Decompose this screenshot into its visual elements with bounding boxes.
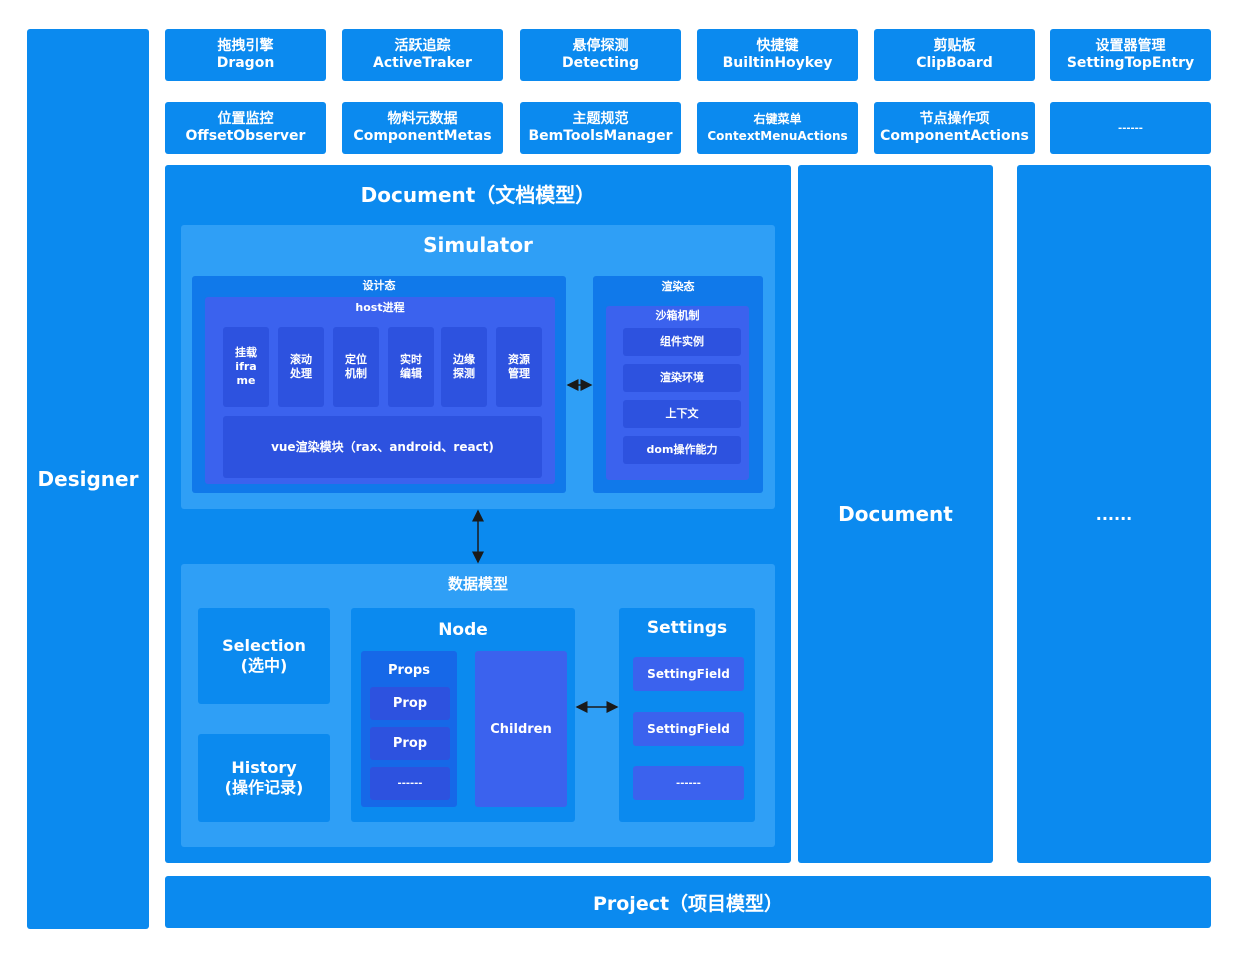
- props-title: Props: [388, 663, 430, 678]
- module-zh: 主题规范: [572, 111, 629, 127]
- more-column: ......: [1017, 165, 1211, 863]
- history-label: History (操作记录): [224, 758, 304, 797]
- module-zh: 快捷键: [756, 38, 799, 54]
- module-zh: 右键菜单: [753, 112, 802, 126]
- module-dragon: 拖拽引擎 Dragon: [165, 29, 326, 81]
- module-zh: 活跃追踪: [394, 38, 451, 54]
- module-component-metas: 物料元数据 ComponentMetas: [342, 102, 503, 154]
- module-en: ------: [1118, 122, 1143, 134]
- host-item-label: 资源 管理: [508, 353, 530, 380]
- selection-label: Selection (选中): [222, 636, 306, 675]
- sandbox-title: 沙箱机制: [655, 309, 700, 322]
- module-clipboard: 剪贴板 ClipBoard: [874, 29, 1035, 81]
- document-column: Document: [798, 165, 993, 863]
- module-offset-observer: 位置监控 OffsetObserver: [165, 102, 326, 154]
- sandbox-item-context: 上下文: [623, 400, 741, 428]
- module-setting-top-entry: 设置器管理 SettingTopEntry: [1050, 29, 1211, 81]
- prop-label: ------: [397, 778, 423, 789]
- prop-label: Prop: [392, 696, 428, 711]
- children-box: Children: [475, 651, 567, 807]
- prop-label: Prop: [392, 736, 428, 751]
- project-label: Project（项目模型）: [592, 892, 784, 915]
- design-state-title: 设计态: [362, 279, 396, 292]
- host-item-label: 滚动 处理: [290, 353, 312, 380]
- module-zh: 物料元数据: [387, 111, 458, 127]
- children-label: Children: [490, 721, 552, 737]
- host-item-mount-iframe: 挂载 ifra me: [223, 327, 269, 407]
- module-context-menu-actions: 右键菜单 ContextMenuActions: [697, 102, 858, 154]
- prop-item: Prop: [370, 687, 450, 720]
- prop-item-more: ------: [370, 767, 450, 800]
- host-item-resource: 资源 管理: [496, 327, 542, 407]
- designer-column: Designer: [27, 29, 149, 929]
- host-item-scroll: 滚动 处理: [278, 327, 324, 407]
- host-item-edge-detect: 边缘 探测: [441, 327, 487, 407]
- data-model-title: 数据模型: [447, 575, 508, 593]
- module-more: ------: [1050, 102, 1211, 154]
- settings-title: Settings: [646, 618, 728, 638]
- setting-field: SettingField: [633, 712, 744, 746]
- render-state-title: 渲染态: [661, 280, 695, 293]
- setting-field-label: SettingField: [647, 667, 730, 681]
- sandbox-item-label: 渲染环境: [660, 371, 704, 384]
- host-item-live-edit: 实时 编辑: [388, 327, 434, 407]
- host-item-label: 定位 机制: [345, 353, 367, 380]
- node-title: Node: [438, 620, 488, 640]
- module-builtin-hotkey: 快捷键 BuiltinHoykey: [697, 29, 858, 81]
- sandbox-item-component-instance: 组件实例: [623, 328, 741, 356]
- module-en: Detecting: [561, 55, 640, 71]
- prop-item: Prop: [370, 727, 450, 760]
- sandbox-item-render-env: 渲染环境: [623, 364, 741, 392]
- module-component-actions: 节点操作项 ComponentActions: [874, 102, 1035, 154]
- module-bem-tools-manager: 主题规范 BemToolsManager: [520, 102, 681, 154]
- module-zh: 位置监控: [217, 111, 274, 127]
- designer-label: Designer: [37, 467, 139, 491]
- module-en: ComponentMetas: [353, 128, 492, 144]
- project-bar: Project（项目模型）: [165, 876, 1211, 928]
- history-box: History (操作记录): [198, 734, 330, 822]
- setting-field-label: ------: [676, 777, 701, 789]
- document-column-label: Document: [838, 502, 953, 526]
- setting-field-label: SettingField: [647, 722, 730, 736]
- sandbox-item-label: 组件实例: [660, 335, 704, 348]
- host-item-positioning: 定位 机制: [333, 327, 379, 407]
- module-en: OffsetObserver: [185, 128, 306, 144]
- module-zh: 设置器管理: [1095, 38, 1166, 54]
- host-item-label: 实时 编辑: [400, 353, 422, 380]
- module-en: Dragon: [216, 55, 275, 71]
- selection-box: Selection (选中): [198, 608, 330, 704]
- module-en: ClipBoard: [916, 55, 993, 71]
- host-item-label: 挂载 ifra me: [235, 346, 257, 387]
- sandbox-item-dom-ops: dom操作能力: [623, 436, 741, 464]
- more-column-label: ......: [1095, 504, 1133, 524]
- host-item-label: 边缘 探测: [453, 353, 475, 380]
- module-en: BuiltinHoykey: [722, 55, 833, 71]
- sandbox-item-label: dom操作能力: [646, 443, 718, 456]
- setting-field-more: ------: [633, 766, 744, 800]
- module-en: ContextMenuActions: [707, 129, 848, 143]
- module-zh: 悬停探测: [572, 38, 629, 54]
- module-zh: 剪贴板: [933, 38, 976, 54]
- module-zh: 节点操作项: [919, 111, 990, 127]
- setting-field: SettingField: [633, 657, 744, 691]
- module-en: BemToolsManager: [528, 128, 673, 144]
- module-detecting: 悬停探测 Detecting: [520, 29, 681, 81]
- module-en: ComponentActions: [880, 128, 1029, 144]
- module-zh: 拖拽引擎: [217, 38, 274, 54]
- simulator-title: Simulator: [423, 233, 533, 257]
- vue-render-label: vue渲染模块（rax、android、react): [271, 440, 494, 454]
- sandbox-item-label: 上下文: [665, 407, 699, 420]
- vue-render-module: vue渲染模块（rax、android、react): [223, 416, 542, 478]
- host-process-title: host进程: [355, 301, 405, 314]
- module-en: ActiveTraker: [373, 55, 472, 71]
- document-model-title: Document（文档模型）: [360, 183, 596, 207]
- module-en: SettingTopEntry: [1066, 55, 1195, 71]
- module-active-traker: 活跃追踪 ActiveTraker: [342, 29, 503, 81]
